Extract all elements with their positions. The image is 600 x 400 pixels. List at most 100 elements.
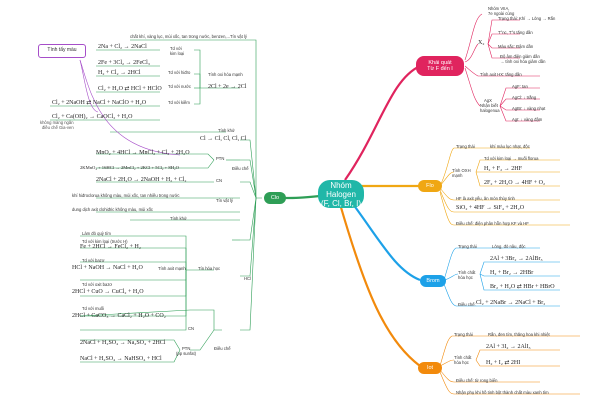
hcl-f13: 2HCl + CaCO₃ → CaCl₂ + H₂O + CO₂ bbox=[72, 313, 166, 319]
flo-oxh: Tính OXH mạnh bbox=[452, 168, 471, 178]
clo-f6: Cl₂ + Ca(OH)₂ → CaOCl₂ + H₂O bbox=[52, 114, 133, 120]
brom-hh: Tính chất hóa học bbox=[458, 270, 476, 280]
clo-l1b: kim loại bbox=[170, 51, 185, 56]
branch-flo[interactable]: Flo bbox=[418, 180, 442, 192]
link-center-khaiquat bbox=[344, 65, 421, 181]
hcl-f11: HCl + NaOH → NaCl + H₂O bbox=[72, 265, 143, 271]
branch-iot[interactable]: Iot bbox=[418, 362, 442, 374]
link-center-brom bbox=[349, 199, 421, 282]
brom-f1: 2Al + 3Br₂ → 2AlBr₃ bbox=[490, 256, 543, 262]
kq-top2: 7e ngoài cùng bbox=[488, 11, 515, 16]
hcl-dieuche2: Điều chế bbox=[214, 346, 231, 351]
hcl-a1: Làm đỏ quỳ tím bbox=[82, 231, 111, 236]
flo-f2: 2F₂ + 2H₂O → 4HF + O₂ bbox=[484, 180, 546, 186]
branch-brom[interactable]: Brom bbox=[420, 275, 446, 287]
kq-ag3: AgBr: ↓ vàng nhạt bbox=[512, 106, 546, 111]
flo-sublinks bbox=[439, 147, 570, 226]
kq-agx-1: AgX bbox=[484, 98, 492, 103]
iot-sublinks bbox=[439, 335, 580, 395]
kq-x2-label: X₂ bbox=[478, 40, 485, 46]
kq-top1: Nhóm VIIA, bbox=[488, 6, 510, 11]
kq-hx: Tính axit HX: tăng dần bbox=[480, 72, 522, 77]
brom-dc: Điều chế: bbox=[458, 302, 476, 307]
kq-x2-5: → tính oxi hóa giảm dần bbox=[500, 59, 546, 64]
brom-f2: H₂ + Br₂ → 2HBr bbox=[490, 270, 534, 276]
kq-x2-3: Màu sắc: Đậm dần bbox=[498, 44, 534, 49]
iot-f1: 2Al + 3I₂ → 2AlI₃ bbox=[486, 344, 531, 350]
hcl-cn2: CN bbox=[188, 326, 195, 331]
clo-f8: 2KMnO₄ + 16HCl → 2MnCl₂ + 2KCl + 5Cl₂ + … bbox=[80, 165, 179, 170]
hcl-khu: Tính khử bbox=[170, 216, 187, 221]
clo-sublinks bbox=[50, 39, 262, 363]
clo-oxh-f: 2Cl + 2e → 2Cl bbox=[208, 84, 247, 90]
callout-tinh-tay-mau[interactable]: Tính tẩy màu bbox=[38, 44, 86, 58]
note-gia-ven: điều chế Gia-ven bbox=[42, 125, 74, 130]
flo-t1: Trạng thái bbox=[456, 144, 475, 149]
flo-hf: HF là axit yếu, ăn mòn thủy tinh bbox=[456, 196, 515, 201]
hcl-vl: Tín vật lý bbox=[216, 198, 233, 203]
clo-top2: Tín vật lý bbox=[230, 34, 247, 39]
clo-f7: MnO₂ + 4HCl → MnCl₂ + Cl₂ + 2H₂O bbox=[96, 150, 190, 156]
clo-khu: Tính khử bbox=[218, 128, 235, 133]
hcl-label: HCl bbox=[244, 276, 251, 281]
flo-t1v: khí màu lục nhạt, độc bbox=[490, 144, 530, 149]
iot-t1: Trạng thái bbox=[454, 332, 473, 337]
brom-f3: Br₂ + H₂O ⇄ HBr + HBrO bbox=[490, 284, 555, 290]
flo-dc: Điều chế: điện phân hỗn hợp KF và HF bbox=[456, 221, 529, 226]
flo-f3: SiO₂ + 4HF → SiF₄ + 2H₂O bbox=[456, 205, 525, 211]
branch-clo[interactable]: Clo bbox=[264, 192, 286, 204]
hcl-top2: dung dịch axit clohiđric không màu, mùi … bbox=[72, 207, 153, 212]
clo-f9: 2NaCl + 2H₂O → 2NaOH + H₂ + Cl₂ bbox=[96, 177, 187, 183]
clo-f1: 2Na + Cl₂ → 2NaCl bbox=[98, 44, 147, 50]
clo-khu-f: Cl → Cl, Cl, Cl, Cl bbox=[200, 136, 247, 142]
iot-f2: H₂ + I₂ ⇄ 2HI bbox=[486, 360, 521, 366]
iot-hh: Tính chất hóa học bbox=[454, 355, 472, 365]
clo-l2: Td với hiđro bbox=[168, 70, 191, 75]
iot-nb: Nhận phụ khi hồ tinh bột thành chất màu … bbox=[456, 390, 549, 395]
kq-ag2: AgCl: ↓ trắng bbox=[512, 95, 537, 100]
note-khong-mang-ngan: không màng ngăn bbox=[40, 120, 74, 125]
kq-x2-1: Trạng thái: Khí → Lỏng → Rắn bbox=[498, 16, 556, 21]
hcl-a2: Td với kim loại (trước H) bbox=[82, 239, 128, 244]
clo-f5: Cl₂ + 2NaOH ⇄ NaCl + NaClO + H₂O bbox=[52, 100, 147, 106]
kq-x2-2: T°nc, T°s tăng dần bbox=[498, 30, 533, 35]
iot-t1v: Rắn, đen tím, thăng hoa khi nhiệt bbox=[488, 332, 550, 337]
center-subtitle: (F, Cl, Br, I) bbox=[321, 198, 361, 208]
brom-t1: Trạng thái bbox=[458, 244, 477, 249]
iot-dc: Điều chế: từ rong biển bbox=[456, 378, 498, 383]
clo-l3: Td với nước bbox=[168, 84, 191, 89]
hcl-a5: Td với muối bbox=[82, 306, 105, 311]
callout-link bbox=[79, 59, 181, 156]
hcl-f15: NaCl + H₂SO₄ → NaHSO₄ + HCl bbox=[80, 356, 162, 362]
hcl-f10: Fe + 2HCl → FeCl₂ + H₂ bbox=[80, 244, 141, 250]
clo-f4: Cl₂ + H₂O ⇄ HCl + HClO bbox=[98, 86, 162, 92]
clo-l4: Td với kiềm bbox=[168, 100, 190, 105]
hcl-axit: Tính axit mạnh bbox=[158, 266, 186, 271]
clo-dieuche: Điều chế bbox=[232, 166, 249, 171]
kq-ag1: AgF: tan bbox=[512, 84, 528, 89]
hcl-ptn2: PTN bbox=[182, 346, 191, 351]
hcl-hoahoc: Tín hóa học bbox=[198, 266, 221, 271]
hcl-f12: 2HCl + CuO → CuCl₂ + H₂O bbox=[72, 289, 144, 295]
clo-cn: CN bbox=[216, 178, 223, 183]
clo-f3: H₂ + Cl₂ → 2HCl bbox=[98, 70, 141, 76]
hcl-top: khí hiđroclorua không màu, mùi xốc, tan … bbox=[72, 193, 180, 198]
center-node[interactable]: Nhóm Halogen (F, Cl, Br, I) bbox=[318, 180, 364, 208]
brom-f4: Cl₂ + 2NaBr → 2NaCl + Br₂ bbox=[476, 300, 546, 306]
branch-khaiquat[interactable]: Khái quát Từ F đến I bbox=[416, 56, 464, 76]
hcl-ptn2b: (pp sunfat) bbox=[176, 351, 197, 356]
hcl-f14: 2NaCl + H₂SO₄ → Na₂SO₄ + 2HCl bbox=[80, 340, 166, 346]
clo-l1: Td với bbox=[170, 46, 182, 51]
hcl-a4: Td với oxit bazơ bbox=[82, 282, 113, 287]
hcl-a3: Td với bazơ bbox=[82, 258, 105, 263]
kq-x2-4: Độ âm điện giảm dần bbox=[500, 54, 540, 59]
kq-ag4: AgI: ↓ vàng đậm bbox=[512, 117, 543, 122]
khaiquat-sublinks bbox=[464, 13, 540, 122]
clo-top: chất khí, vàng lục, mùi xốc, tan trong n… bbox=[130, 34, 231, 39]
flo-f1: H₂ + F₂ → 2HF bbox=[484, 166, 522, 172]
kq-agx-3: halogenua bbox=[480, 108, 500, 113]
brom-t1v: Lỏng, đỏ nâu, độc bbox=[492, 244, 526, 249]
link-center-clo bbox=[284, 194, 321, 200]
kq-agx-2: Nhận biết bbox=[480, 103, 498, 108]
